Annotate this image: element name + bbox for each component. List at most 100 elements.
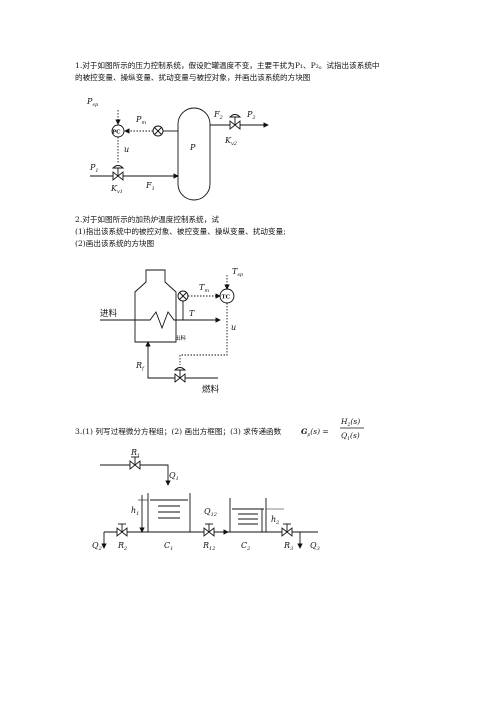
label-r3-sub: 3 bbox=[290, 546, 293, 552]
svg-text:Pm: Pm bbox=[135, 115, 146, 126]
label-f1-sub: 1 bbox=[152, 186, 155, 192]
svg-text:F2: F2 bbox=[213, 110, 223, 121]
svg-text:Psp: Psp bbox=[86, 97, 99, 108]
label-h2: h bbox=[271, 515, 276, 524]
valve-kv1 bbox=[111, 165, 125, 181]
label-tm-sub: m bbox=[204, 288, 209, 294]
svg-text:R12: R12 bbox=[202, 541, 215, 552]
svg-text:R1: R1 bbox=[130, 448, 140, 459]
label-c1: C bbox=[164, 541, 170, 550]
formula-den-arg: (s) bbox=[350, 431, 360, 440]
valve-r1 bbox=[129, 456, 141, 470]
svg-text:h2: h2 bbox=[271, 515, 279, 526]
label-q3-sub: 3 bbox=[317, 546, 320, 552]
valve-kv2 bbox=[228, 114, 242, 130]
label-feed: 进料 bbox=[100, 308, 118, 319]
label-r1-sub: 1 bbox=[137, 453, 140, 459]
svg-text:C2: C2 bbox=[241, 541, 250, 552]
label-fuel: 燃料 bbox=[202, 384, 220, 395]
label-f2: F bbox=[213, 110, 220, 119]
formula-num-sub: 2 bbox=[347, 422, 351, 428]
q3-text: 3.(1) 列写过程微分方程组；(2) 画出方框图；(3) 求传递函数 bbox=[75, 427, 282, 436]
label-kv1-sub: v1 bbox=[117, 189, 123, 195]
label-q1-sub: 1 bbox=[176, 476, 179, 482]
svg-text:F1: F1 bbox=[145, 181, 155, 192]
temperature-transmitter bbox=[177, 290, 189, 302]
svg-text:Q1(s): Q1(s) bbox=[341, 431, 360, 442]
valve-r3 bbox=[281, 523, 293, 537]
formula-den-sub: 1 bbox=[347, 436, 350, 442]
coil-line bbox=[100, 311, 221, 330]
svg-text:Q2: Q2 bbox=[92, 541, 102, 552]
formula-g-arg: (s) = bbox=[310, 427, 328, 436]
label-tsp-sub: sp bbox=[237, 272, 244, 278]
formula-den: Q bbox=[341, 431, 347, 440]
label-rf: R bbox=[135, 361, 142, 370]
formula-num: H bbox=[340, 417, 348, 426]
q1-line2: 的被控变量、操纵变量、扰动变量与被控对象，并画出该系统的方块图 bbox=[75, 73, 311, 82]
svg-text:h1: h1 bbox=[131, 506, 139, 517]
label-pm-sub: m bbox=[141, 120, 146, 126]
label-tc: TC bbox=[222, 295, 231, 301]
label-out: 出料 bbox=[175, 334, 187, 342]
label-r2-sub: 2 bbox=[123, 546, 127, 552]
pressure-transmitter bbox=[152, 125, 164, 137]
tank2 bbox=[229, 498, 267, 533]
formula-num-arg: (s) bbox=[350, 417, 360, 426]
label-h1: h bbox=[131, 506, 136, 515]
q2-line2: (1)指出该系统中的被控对象、被控变量、操纵变量、扰动变量; bbox=[75, 227, 286, 236]
svg-text:R2: R2 bbox=[117, 541, 127, 552]
svg-text:R3: R3 bbox=[283, 541, 293, 552]
label-h1-sub: 1 bbox=[136, 511, 139, 517]
label-f1: F bbox=[145, 181, 152, 190]
formula-g: G bbox=[301, 427, 308, 436]
label-h2-sub: 2 bbox=[275, 520, 279, 526]
svg-text:Kv2: Kv2 bbox=[224, 136, 237, 147]
valve-r12 bbox=[203, 523, 215, 537]
q2-line1: 2.对于如图所示的加热炉温度控制系统，试 bbox=[75, 215, 219, 224]
u2-signal bbox=[179, 303, 228, 365]
svg-text:H2(s): H2(s) bbox=[340, 417, 360, 428]
label-kv2-sub: v2 bbox=[231, 141, 237, 147]
label-q3: Q bbox=[310, 541, 317, 550]
label-r12-sub: 12 bbox=[209, 546, 215, 552]
label-c2-sub: 2 bbox=[246, 546, 250, 552]
label-kv2: K bbox=[224, 136, 232, 145]
svg-text:Q12: Q12 bbox=[204, 507, 217, 518]
label-q12: Q bbox=[204, 507, 211, 516]
label-t: T bbox=[189, 309, 195, 318]
label-r1: R bbox=[130, 448, 137, 457]
label-c2: C bbox=[241, 541, 247, 550]
label-p1: P bbox=[89, 163, 96, 172]
label-rf-sub: f bbox=[141, 366, 145, 372]
tank1 bbox=[147, 493, 191, 533]
svg-text:Q3: Q3 bbox=[310, 541, 320, 552]
label-pm: P bbox=[135, 115, 142, 124]
label-tank-p: P bbox=[189, 143, 196, 152]
label-psp-sub: sp bbox=[92, 102, 99, 108]
label-q2-sub: 2 bbox=[98, 546, 102, 552]
label-psp: P bbox=[86, 97, 93, 106]
label-pc: PC bbox=[112, 130, 121, 136]
q1-inlet bbox=[100, 464, 171, 486]
tank-vessel bbox=[177, 107, 211, 201]
svg-text:Tm: Tm bbox=[199, 283, 209, 294]
svg-text:P1: P1 bbox=[89, 163, 99, 174]
label-c1-sub: 1 bbox=[170, 546, 173, 552]
fig3-two-tanks bbox=[100, 456, 318, 549]
svg-text:Rf: Rf bbox=[135, 361, 145, 372]
fig2-furnace-control bbox=[100, 269, 235, 383]
label-tsp: T bbox=[232, 267, 238, 276]
q2-line3: (2)画出该系统的方块图 bbox=[75, 239, 155, 248]
fuel-valve bbox=[173, 367, 187, 383]
valve-r2 bbox=[116, 523, 128, 537]
label-u2: u bbox=[231, 323, 236, 332]
label-p2: P bbox=[246, 110, 253, 119]
furnace-body bbox=[134, 269, 177, 343]
label-p1-sub: 1 bbox=[95, 168, 98, 174]
label-kv1: K bbox=[110, 184, 118, 193]
label-f2-sub: 2 bbox=[219, 115, 223, 121]
label-u1: u bbox=[124, 145, 129, 154]
fig1-pressure-control bbox=[90, 107, 269, 201]
